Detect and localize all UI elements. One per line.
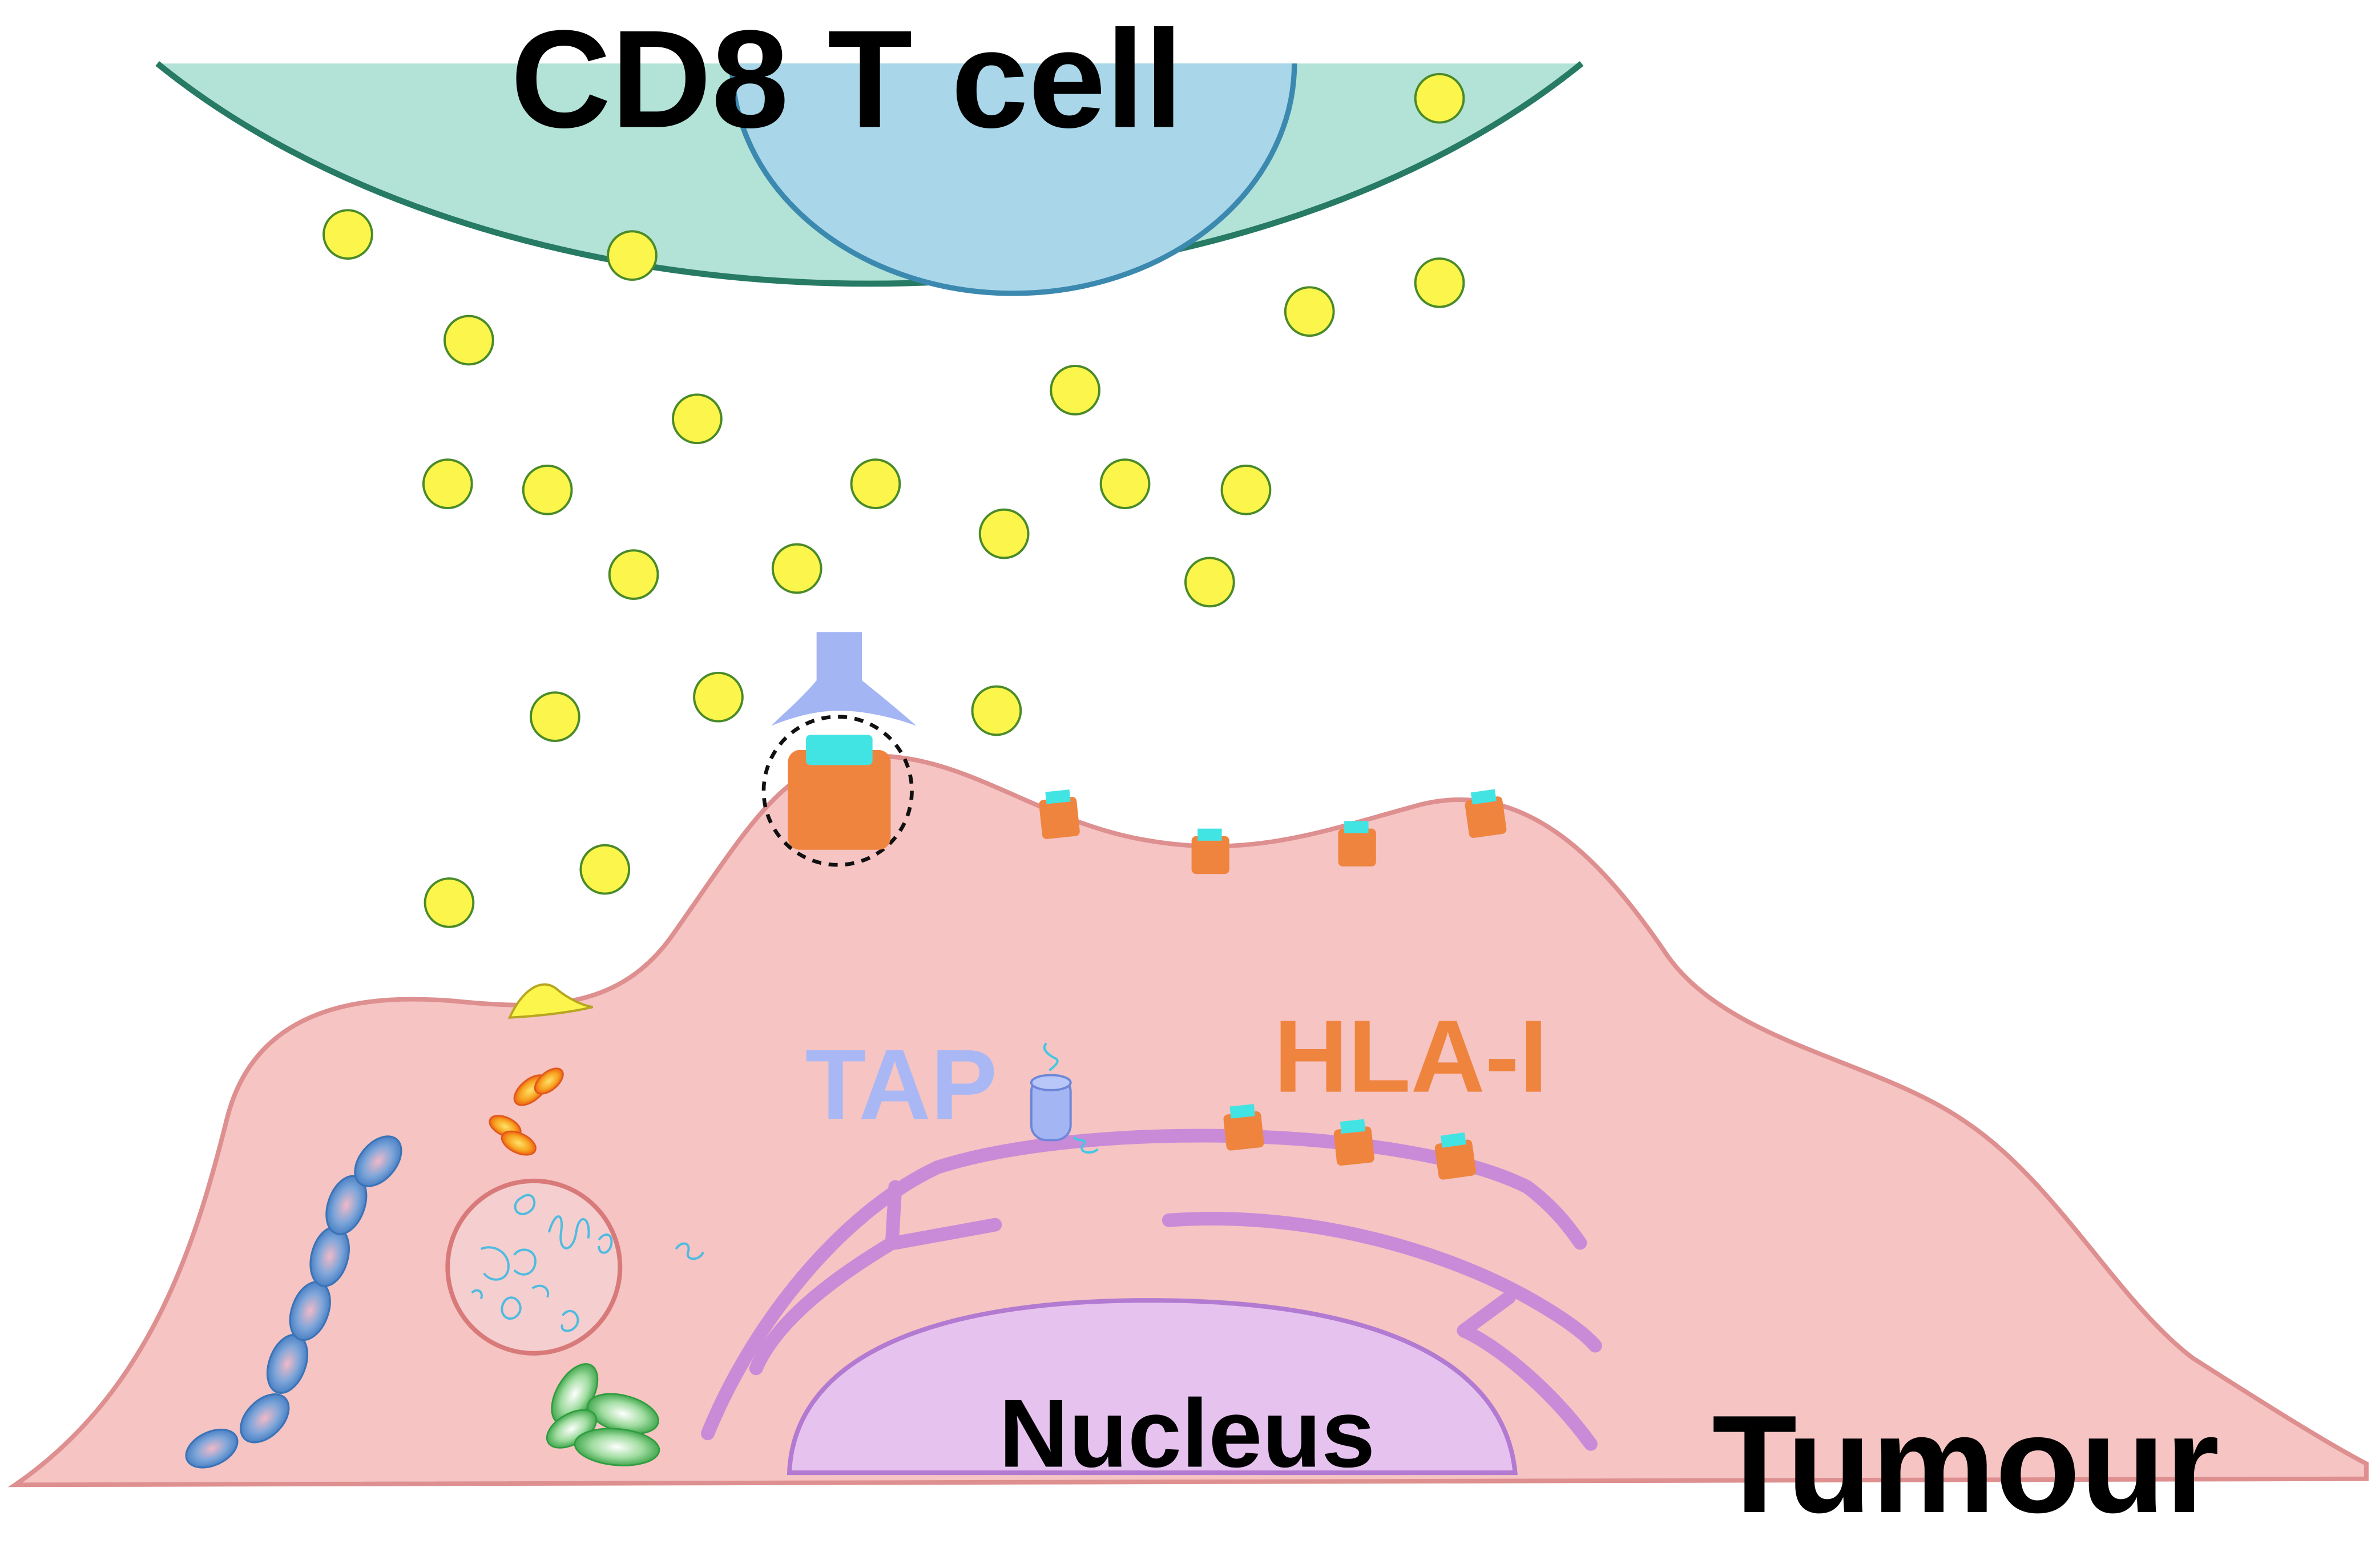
granule [424, 877, 475, 928]
tcell [155, 61, 1584, 296]
immune-synapse [761, 632, 917, 867]
synapse-highlight [761, 715, 914, 867]
green-granules [546, 1363, 660, 1466]
granule [607, 230, 658, 281]
tumour-cell [7, 753, 2369, 1488]
endoplasmic-reticulum [700, 1128, 1602, 1451]
tumour-label: Tumour [1712, 1386, 2219, 1542]
er-stub [885, 1180, 902, 1247]
er-middle [1162, 1212, 1602, 1353]
granule [1050, 365, 1100, 416]
granule [579, 844, 631, 895]
tap-transporter [1030, 1042, 1099, 1154]
granule [672, 393, 723, 445]
granule [971, 685, 1022, 736]
granule [530, 691, 580, 742]
granule [422, 458, 473, 510]
tap-label: TAP [805, 1029, 998, 1140]
vesicle [445, 1178, 704, 1356]
granule [1099, 458, 1151, 510]
granule [443, 315, 494, 366]
granule [693, 671, 744, 723]
granule [322, 209, 373, 260]
bead-chain [185, 1135, 402, 1469]
tcr [771, 632, 917, 726]
nucleus-label: Nucleus [999, 1380, 1375, 1488]
hla-er-group [1223, 1104, 1477, 1180]
granule [978, 508, 1030, 559]
granule [1220, 464, 1272, 515]
er-bottom [1457, 1290, 1598, 1451]
orange-granules [489, 1067, 564, 1156]
granule [608, 549, 659, 600]
er-inner-top [888, 1218, 1002, 1250]
hla-label: HLA-I [1274, 999, 1548, 1114]
er-outer [700, 1128, 1587, 1441]
granule [1184, 557, 1235, 608]
hla-peptide-complex [788, 749, 891, 850]
granule [1284, 286, 1335, 337]
granule [522, 464, 573, 515]
cytotoxic-granules [322, 72, 1465, 928]
granule [771, 543, 822, 594]
hla-surface-group [1039, 789, 1507, 874]
er-left [749, 1236, 900, 1376]
membrane-fragment [507, 983, 594, 1019]
tcell-nucleus [729, 63, 1297, 296]
tcell-label: CD8 T cell [511, 1, 1183, 157]
granule [850, 458, 901, 510]
granule [1414, 257, 1465, 308]
peptide [806, 735, 873, 765]
tumour-nucleus [787, 1298, 1518, 1476]
granule [1414, 72, 1465, 124]
